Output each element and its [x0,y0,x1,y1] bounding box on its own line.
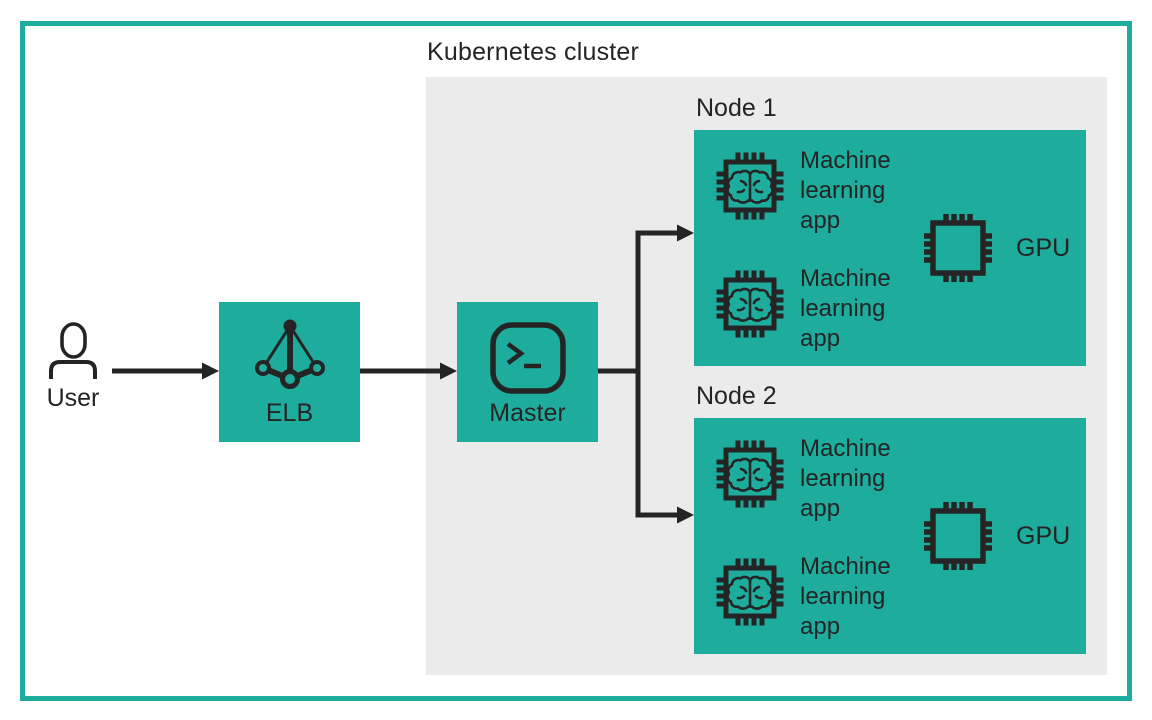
user-icon [49,322,97,379]
node-1-label: Node 1 [696,94,777,122]
gpu-chip-icon [924,214,992,282]
ml-app-label: Machine learning app [800,553,891,640]
node-1-box: Machine learning app [694,130,1086,366]
gpu-row: GPU [920,210,1070,286]
node-2-box: Machine learning app [694,418,1086,654]
master-label: Master [489,399,566,427]
kubernetes-cluster-title: Kubernetes cluster [427,38,640,66]
ml-chip-icon [716,152,784,220]
gpu-label: GPU [1016,521,1071,550]
gpu-row: GPU [920,498,1070,574]
node-2-label: Node 2 [696,382,777,410]
ml-chip-icon [716,558,784,626]
ml-app-row: Machine learning app [712,265,912,354]
ml-app-label: Machine learning app [800,147,891,234]
gpu-chip-icon [924,502,992,570]
ml-app-label: Machine learning app [800,435,891,522]
ml-app-row: Machine learning app [712,553,912,642]
ml-app-label: Machine learning app [800,265,891,352]
user-group: User [40,322,106,413]
ml-chip-icon [716,440,784,508]
ml-app-row: Machine learning app [712,147,912,236]
ml-app-row: Machine learning app [712,435,912,524]
elb-label: ELB [265,399,314,427]
load-balancer-icon [254,319,325,389]
user-label: User [46,384,100,412]
ml-chip-icon [716,270,784,338]
gpu-label: GPU [1016,233,1071,262]
master-box: Master [457,302,598,442]
elb-box: ELB [219,302,360,442]
terminal-icon [489,322,566,394]
diagram-border [20,21,1132,701]
